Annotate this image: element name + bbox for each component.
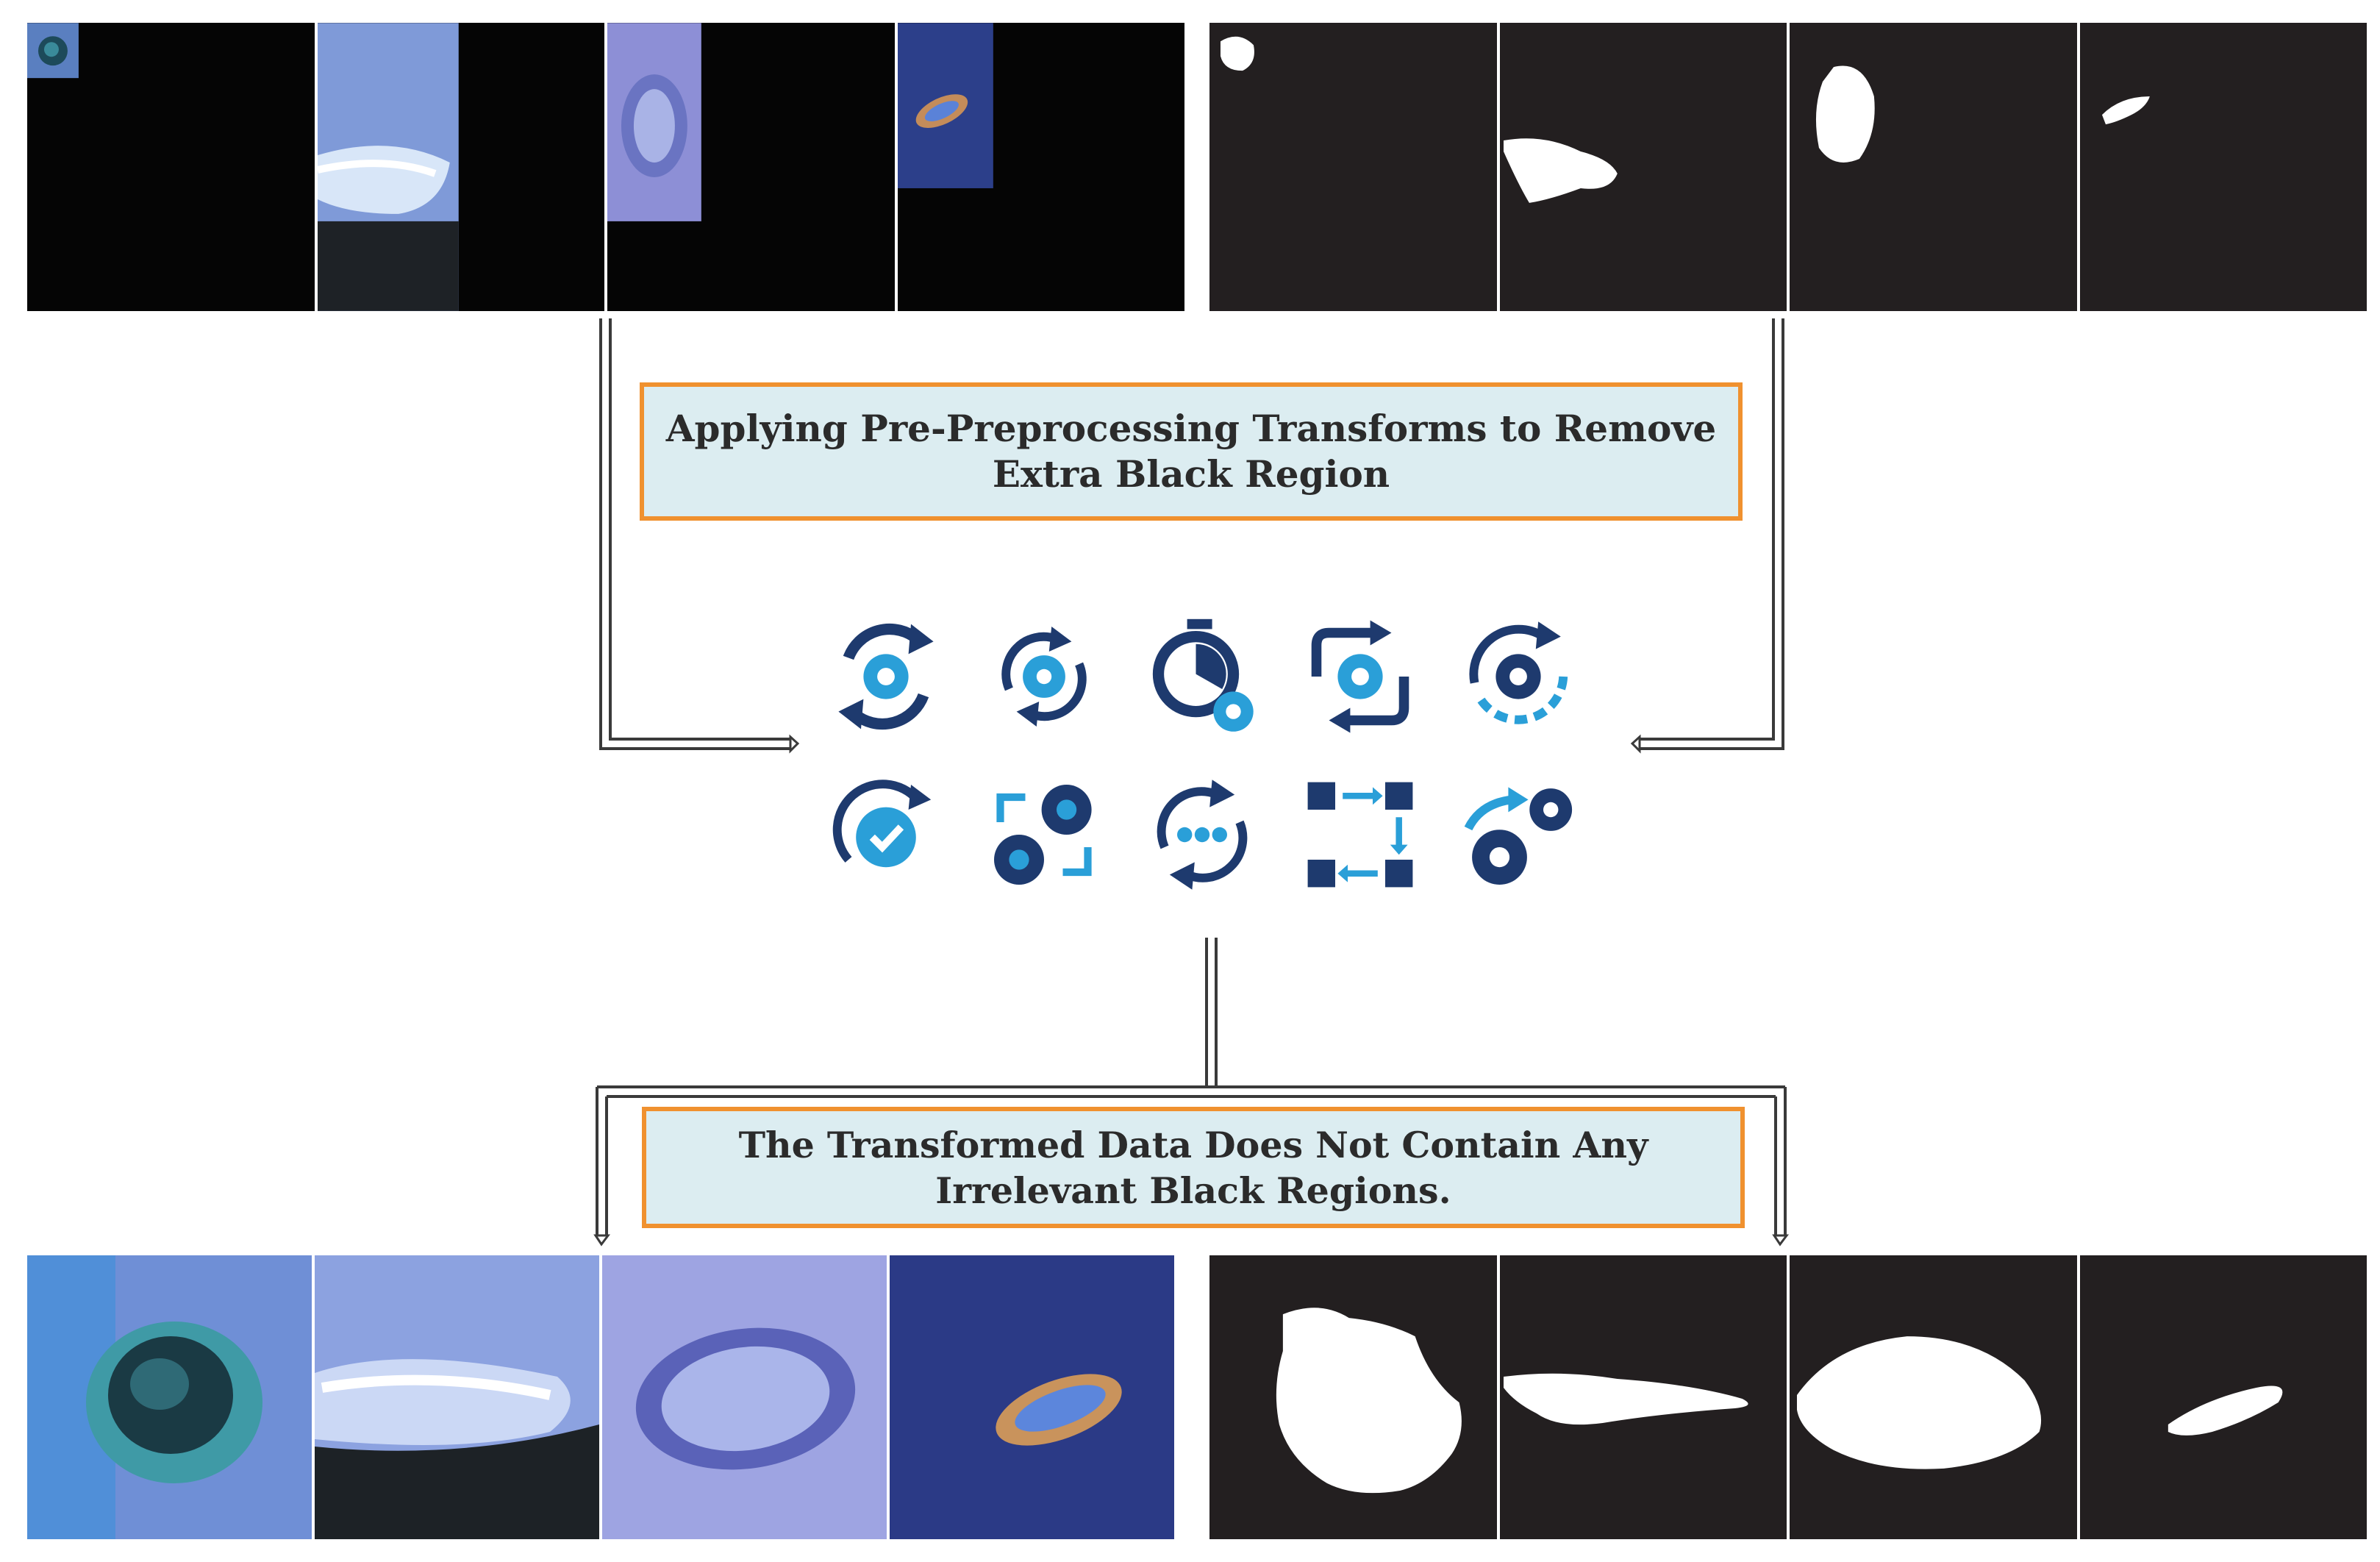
original-mask-1: [1209, 23, 1497, 311]
original-masks-strip: [1209, 23, 2367, 311]
refresh-gear-icon: [1298, 614, 1423, 739]
transformed-mask-3: [1790, 1255, 2077, 1539]
check-cycle-icon: [823, 772, 948, 897]
transformed-images-strip: [27, 1255, 1175, 1539]
original-mask-4: [2079, 23, 2367, 311]
result-caption-box: The Transformed Data Does Not Contain An…: [642, 1107, 1745, 1228]
cycle-gear-icon: [982, 614, 1107, 739]
result-caption-text: The Transformed Data Does Not Contain An…: [738, 1123, 1648, 1212]
transformed-mask-2: [1499, 1255, 1787, 1539]
preprocess-caption-text: Applying Pre-Preprocessing Transforms to…: [665, 407, 1717, 496]
rotate-gear-icon: [823, 614, 948, 739]
transformed-image-2: [315, 1255, 599, 1539]
original-images-strip: [27, 23, 1184, 311]
original-image-1: [27, 23, 315, 311]
stopwatch-gear-icon: [1140, 614, 1265, 739]
preprocess-caption-box: Applying Pre-Preprocessing Transforms to…: [640, 382, 1743, 521]
two-gears-swap-icon: [982, 772, 1107, 897]
transformed-mask-4: [2079, 1255, 2367, 1539]
original-mask-3: [1790, 23, 2077, 311]
transformed-mask-1: [1209, 1255, 1497, 1539]
gears-arrow-icon: [1456, 772, 1581, 897]
cycle-dots-icon: [1140, 772, 1265, 897]
transformed-masks-strip: [1209, 1255, 2367, 1539]
original-mask-2: [1499, 23, 1787, 311]
original-image-4: [897, 23, 1184, 311]
original-image-3: [607, 23, 895, 311]
dashed-cycle-gear-icon: [1456, 614, 1581, 739]
transformed-image-1: [27, 1255, 312, 1539]
transformed-image-4: [890, 1255, 1174, 1539]
transformed-image-3: [602, 1255, 887, 1539]
process-flow-icon: [1298, 772, 1423, 897]
original-image-2: [317, 23, 604, 311]
